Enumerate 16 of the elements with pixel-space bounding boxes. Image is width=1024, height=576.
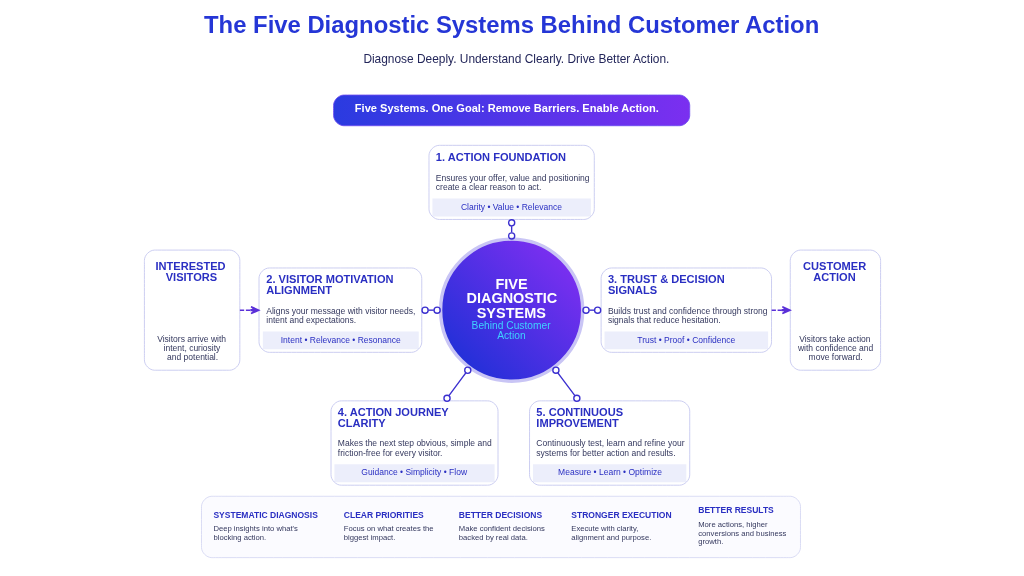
cluster bbox=[200, 495, 801, 559]
node-text: BETTER RESULTS More actions, higher conversions and business growth. bbox=[697, 505, 786, 547]
label: Diagnose Deeply. Understand Clearly. Drive Better Action. bbox=[362, 52, 669, 67]
arrow bbox=[770, 305, 791, 315]
connector bbox=[581, 306, 601, 314]
connector bbox=[551, 366, 581, 403]
node-text: CLEAR PRIORITIES Focus on what creates the biggest impact. bbox=[343, 509, 434, 542]
diagram-title: The Five Diagnostic Systems Behind Customer Action bbox=[203, 11, 819, 39]
node-text: SYSTEMATIC DIAGNOSIS Deep insights into what's blocking action. bbox=[212, 509, 318, 542]
connector bbox=[442, 366, 472, 402]
node-circle: FIVE DIAGNOSTIC SYSTEMS Behind Customer Action bbox=[438, 237, 584, 383]
node-box: Five Systems. One Goal: Remove Barriers. Enable Action. bbox=[332, 94, 690, 127]
node-text: BETTER DECISIONS Make confident decisions backed by real data. bbox=[458, 509, 545, 542]
connector bbox=[420, 306, 441, 314]
arrow bbox=[238, 305, 259, 315]
node-text: STRONGER EXECUTION Execute with clarity, alignment and purpose. bbox=[570, 509, 672, 542]
